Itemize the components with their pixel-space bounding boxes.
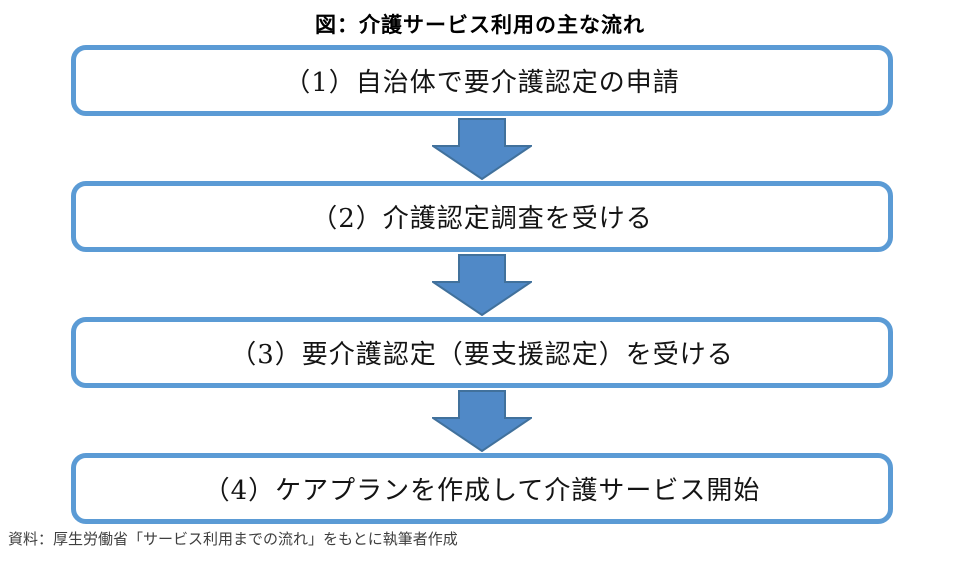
flow-step-2-label: （2）介護認定調査を受ける [311, 204, 653, 234]
flow-step-4-label: （4）ケアプランを作成して介護サービス開始 [203, 476, 761, 506]
down-arrow-icon [71, 388, 893, 453]
flow-step-4: （4）ケアプランを作成して介護サービス開始 [71, 453, 893, 524]
down-arrow-icon [432, 253, 532, 316]
flow-step-3-label: （3）要介護認定（要支援認定）を受ける [230, 340, 734, 370]
flow-step-1-label: （1）自治体で要介護認定の申請 [284, 68, 680, 98]
flow-step-1: （1）自治体で要介護認定の申請 [71, 45, 893, 116]
down-arrow-icon [432, 389, 532, 452]
source-note: 資料：厚生労働省「サービス利用までの流れ」をもとに執筆者作成 [8, 531, 458, 548]
down-arrow-icon [71, 252, 893, 317]
down-arrow-icon [71, 116, 893, 181]
down-arrow-icon [432, 117, 532, 180]
flow-step-2: （2）介護認定調査を受ける [71, 181, 893, 252]
flow-diagram: （1）自治体で要介護認定の申請 （2）介護認定調査を受ける （3）要介護認定（要… [71, 45, 893, 524]
flow-step-3: （3）要介護認定（要支援認定）を受ける [71, 317, 893, 388]
figure-title: 図：介護サービス利用の主な流れ [315, 14, 645, 37]
